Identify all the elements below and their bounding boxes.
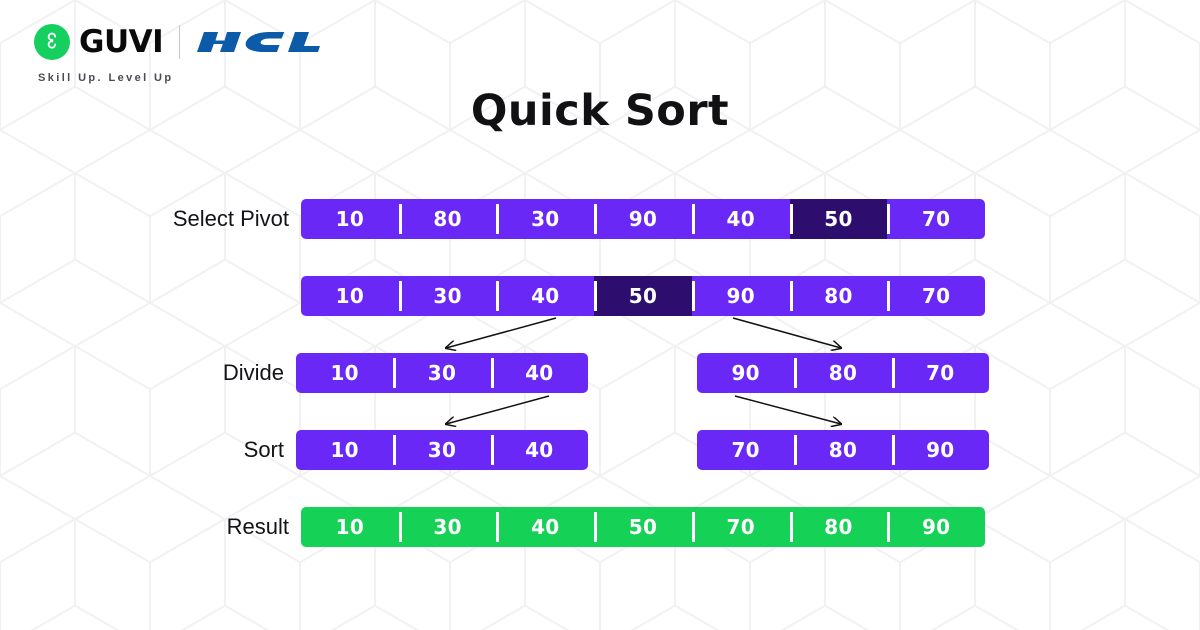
hcl-wordmark: [195, 27, 330, 57]
array-cell[interactable]: 30: [496, 199, 594, 239]
row-sort-left: Sort 10 30 40: [244, 430, 588, 470]
array-bar-sort-left: 10 30 40: [296, 430, 588, 470]
array-cell[interactable]: 50: [594, 507, 692, 547]
array-bar-select-pivot: 10 80 30 90 40 50 70: [301, 199, 985, 239]
row-divide-right: 90 80 70: [697, 353, 989, 393]
array-bar-partitioned: 10 30 40 50 90 80 70: [301, 276, 985, 316]
row-label-result: Result: [226, 514, 289, 539]
array-cell[interactable]: 10: [330, 361, 359, 385]
array-cell[interactable]: 80: [794, 430, 891, 470]
array-cell[interactable]: 40: [490, 430, 588, 470]
array-cell[interactable]: 40: [496, 507, 594, 547]
array-cell[interactable]: 80: [789, 276, 888, 316]
array-cell[interactable]: 90: [891, 430, 989, 470]
array-cell[interactable]: 90: [731, 361, 760, 385]
arrow-divide-to-sort-left: [446, 395, 550, 424]
array-cell[interactable]: 90: [887, 507, 985, 547]
array-cell[interactable]: 90: [691, 276, 790, 316]
array-cell[interactable]: 70: [887, 199, 985, 239]
row-label-sort: Sort: [243, 437, 284, 462]
row-sort-right: 70 80 90: [697, 430, 989, 470]
array-cell[interactable]: 70: [731, 438, 760, 462]
brand-divider: [179, 25, 181, 59]
row-label-select-pivot: Select Pivot: [172, 206, 289, 231]
array-bar-sort-right: 70 80 90: [697, 430, 989, 470]
array-cell[interactable]: 40: [691, 199, 790, 239]
array-cell[interactable]: 40: [490, 353, 588, 393]
array-cell[interactable]: 30: [393, 353, 490, 393]
array-bar-divide-right: 90 80 70: [697, 353, 989, 393]
brand-tagline: Skill Up. Level Up: [38, 72, 174, 84]
guvi-wordmark: GUVI: [79, 23, 164, 60]
array-cell-pivot[interactable]: 50: [594, 276, 692, 316]
array-bar-result: 10 30 40 50 70 80 90: [301, 507, 985, 547]
row-divide-left: Divide 10 30 40: [223, 353, 588, 393]
array-cell[interactable]: 10: [335, 515, 365, 539]
array-cell[interactable]: 10: [330, 438, 359, 462]
array-cell[interactable]: 80: [794, 353, 891, 393]
guvi-circle-g-icon: [34, 24, 70, 60]
arrow-divide-to-sort-right: [734, 395, 841, 424]
array-cell[interactable]: 80: [789, 507, 888, 547]
array-cell[interactable]: 70: [887, 276, 985, 316]
array-cell[interactable]: 80: [398, 199, 497, 239]
array-cell[interactable]: 30: [393, 430, 490, 470]
brand-header: GUVI Skill Up. Level Up: [34, 22, 330, 84]
row-partitioned: 10 30 40 50 90 80 70: [301, 276, 985, 316]
array-cell[interactable]: 90: [594, 199, 692, 239]
array-cell[interactable]: 70: [891, 353, 989, 393]
page-title: Quick Sort: [470, 86, 730, 136]
array-cell[interactable]: 10: [335, 284, 365, 308]
array-cell[interactable]: 70: [691, 507, 790, 547]
array-cell-pivot[interactable]: 50: [789, 199, 888, 239]
arrow-partition-to-divide-left: [446, 317, 557, 348]
row-result: Result 10 30 40 50 70 80 90: [227, 507, 985, 547]
arrow-partition-to-divide-right: [732, 317, 841, 348]
array-cell[interactable]: 30: [398, 507, 497, 547]
array-bar-divide-left: 10 30 40: [296, 353, 588, 393]
brand-logo-row: GUVI: [34, 22, 330, 62]
row-label-divide: Divide: [222, 360, 284, 385]
array-cell[interactable]: 30: [398, 276, 497, 316]
row-select-pivot: Select Pivot 10 80 30 90 40 50 70: [173, 199, 985, 239]
array-cell[interactable]: 10: [335, 207, 365, 231]
array-cell[interactable]: 40: [496, 276, 594, 316]
